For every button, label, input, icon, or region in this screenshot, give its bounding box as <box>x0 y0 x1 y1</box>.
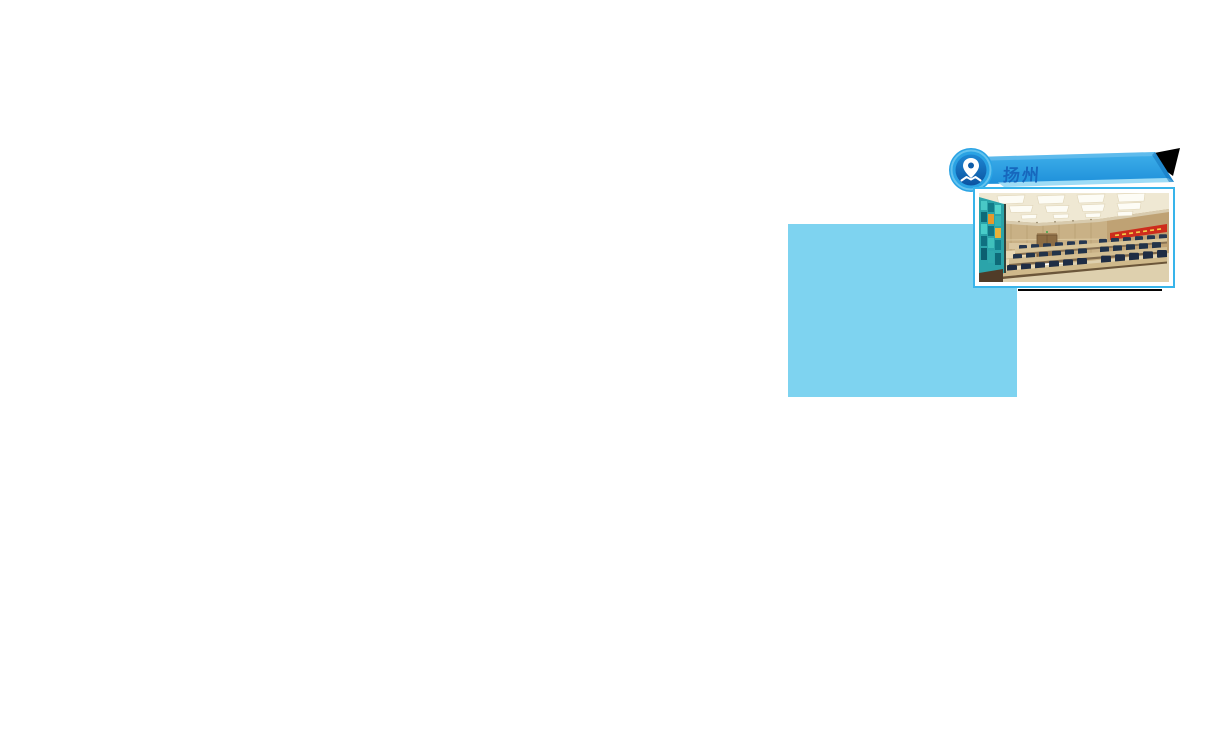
photo-frame <box>973 187 1175 288</box>
city-label: 扬州 <box>1002 166 1042 185</box>
meeting-room-photo <box>979 193 1169 282</box>
seating-rows <box>1003 234 1167 279</box>
location-pin-icon <box>949 148 993 192</box>
ribbon-bar <box>974 152 1174 187</box>
callout-header <box>949 148 1180 192</box>
card-shadow-line <box>1018 289 1162 291</box>
banner-graphic <box>1110 224 1167 240</box>
city-callout[interactable]: 扬州 <box>948 146 1190 296</box>
glass-wall-graphic <box>979 197 1006 282</box>
